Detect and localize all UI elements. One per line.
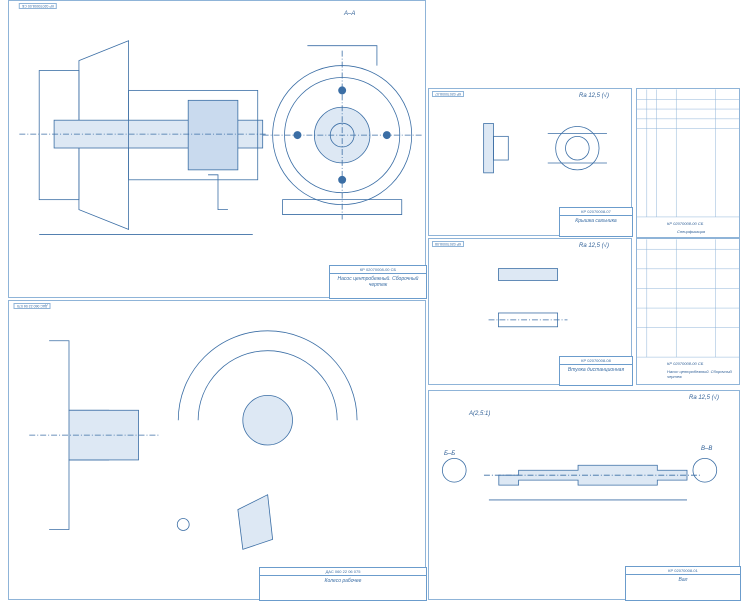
title-block: КР 02070008-00 СБ Насос центробежный. Сб… (329, 265, 427, 299)
spec-table (637, 89, 739, 218)
sheet-impeller: ДАС 060 22 06 075 ДАС 060 22 06 075 Коле… (8, 300, 427, 601)
assembly-drawing (19, 40, 422, 235)
drawing-title: Крышка сальника (575, 218, 617, 224)
sheet-specification-1: КР 02070008-00 СБ Спецификация (636, 88, 740, 238)
roughness-mark: Ra 12,5 (√) (579, 243, 609, 249)
sheet-specification-2: КР 02070008-00 СБ Насос центробежный. Сб… (636, 238, 740, 385)
corner-code: КР 02070008-07 (432, 91, 464, 97)
spec-code: КР 02070008-00 СБ (667, 361, 704, 366)
spec-table (637, 239, 739, 358)
drawing-title: Втулка дистанционная (567, 367, 625, 373)
detail-label-a: А(2,5:1) (469, 411, 491, 417)
sheet-shaft: А(2,5:1) Б–Б В–В Ra 12,5 (√) КР 02070008… (428, 390, 741, 601)
drawing-code: КР 02070008-01 (626, 567, 740, 575)
sleeve-drawing (488, 268, 568, 328)
corner-code: КР 02070008-08 (432, 241, 464, 247)
title-block: ДАС 060 22 06 075 Колесо рабочее (259, 567, 427, 601)
shaft-drawing (441, 457, 718, 501)
section-label-b-b: Б–Б (444, 451, 456, 457)
drawing-code: КР 02070008-08 (560, 357, 632, 365)
drawing-title: Колесо рабочее (324, 578, 362, 584)
roughness-mark: Ra 12,5 (√) (689, 395, 719, 401)
spec-title: Насос центробежный. Сборочный чертеж (667, 369, 732, 379)
drawing-code: КР 02070008-07 (560, 208, 632, 216)
drawing-code: ДАС 060 22 06 075 (260, 568, 426, 576)
spec-code: КР 02070008-00 СБ (667, 221, 704, 226)
corner-code: ДАС 060 22 06 075 (14, 303, 51, 309)
sheet-gland-cover: Ra 12,5 (√) КР 02070008-07 КР 02070008-0… (428, 88, 633, 237)
gland-cover-drawing (483, 123, 607, 174)
corner-code: КР 02070008-00 СБ (19, 3, 57, 9)
title-block: КР 02070008-07 Крышка сальника (559, 207, 633, 237)
title-block: КР 02070008-01 Вал (625, 566, 741, 601)
drawing-title: Вал (678, 577, 688, 583)
sheet-spacer-sleeve: Ra 12,5 (√) КР 02070008-08 КР 02070008-0… (428, 238, 633, 386)
section-label-v-v: В–В (701, 446, 713, 452)
spec-title: Спецификация (677, 229, 706, 234)
sheet-assembly-drawing: А–А КР 02070008-00 СБ КР 02070008-00 СБ … (8, 0, 427, 299)
drawing-code: КР 02070008-00 СБ (330, 266, 426, 274)
impeller-drawing (29, 330, 358, 550)
title-block: КР 02070008-08 Втулка дистанционная (559, 356, 633, 386)
drawing-title: Насос центробежный. Сборочный чертеж (337, 276, 419, 288)
section-label-a-a: А–А (344, 11, 356, 17)
roughness-mark: Ra 12,5 (√) (579, 93, 609, 99)
